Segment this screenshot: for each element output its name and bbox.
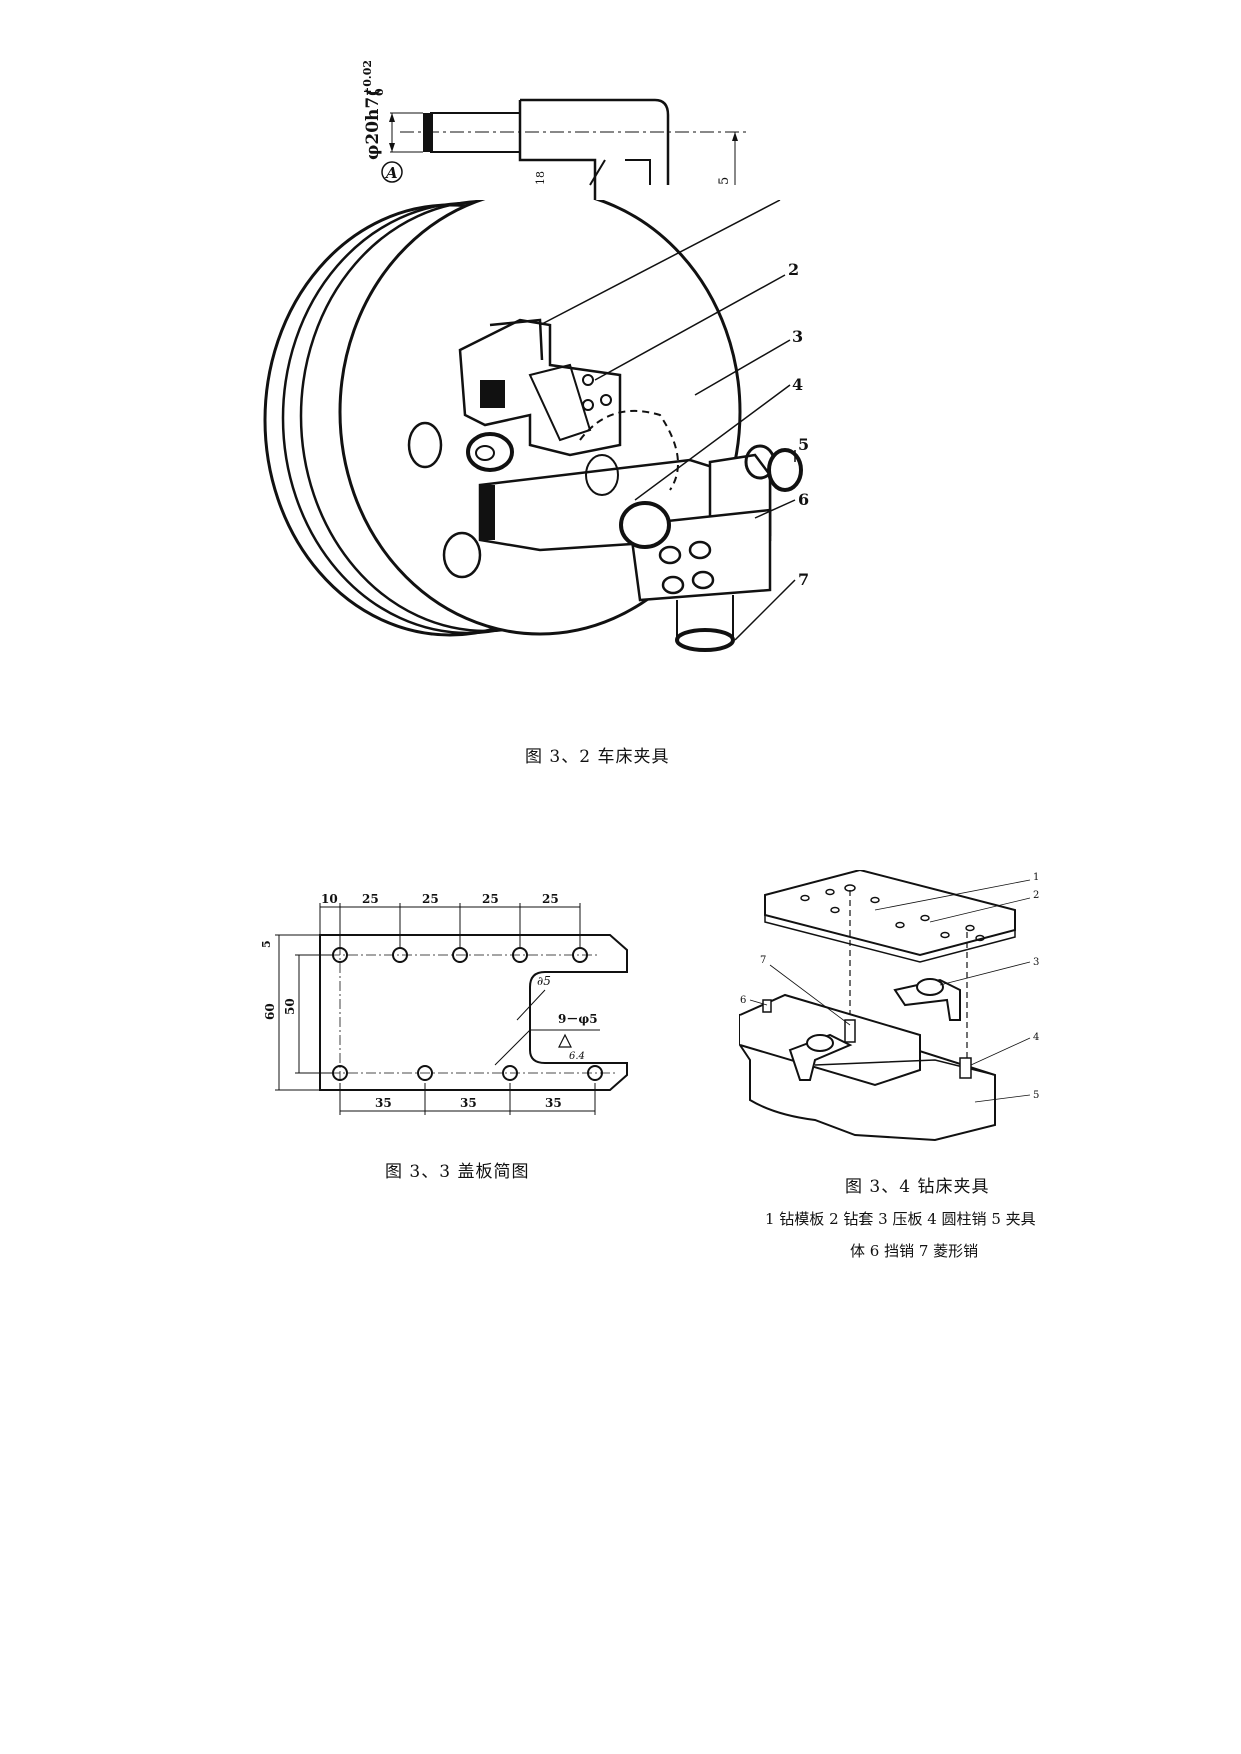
drill-fixture-illustration: 1 2 3 4 5 6 7 xyxy=(739,870,1039,1142)
dim-left-60: 60 xyxy=(263,1003,277,1020)
fragment-label-18: 18 xyxy=(534,171,547,185)
cover-plate-drawing: 10 25 25 25 25 35 35 35 60 50 5 ∂5 9－φ5 … xyxy=(260,892,628,1115)
shaft-drawing-fragment: φ20h7( +0.021 0 A 18 5 xyxy=(361,60,750,200)
lathe-fixture-illustration: 1 2 3 4 5 6 7 xyxy=(263,200,809,652)
tolerance-upper: +0.021 xyxy=(361,60,374,96)
figure-3-4-legend-line2: 体 6 挡销 7 菱形销 xyxy=(850,1242,979,1260)
callout-2: 2 xyxy=(788,260,799,279)
callout-7: 7 xyxy=(798,570,809,589)
fig34-callout-2: 2 xyxy=(1033,890,1039,901)
dim-left-5: 5 xyxy=(260,940,273,948)
fig34-callout-6: 6 xyxy=(740,995,746,1006)
fig34-callout-1: 1 xyxy=(1033,872,1039,883)
note-roughness: 6.4 xyxy=(569,1051,585,1062)
roughness-symbol-icon xyxy=(558,1033,572,1048)
figure-3-2-caption: 图 3、2 车床夹具 xyxy=(525,747,670,767)
diameter-dimension: φ20h7( xyxy=(363,89,383,160)
datum-label: A xyxy=(384,164,398,182)
note-hole-count: 9－φ5 xyxy=(558,1012,598,1026)
callout-3: 3 xyxy=(792,327,803,346)
dim-bottom-35-b: 35 xyxy=(460,1096,477,1110)
callout-4: 4 xyxy=(792,375,803,394)
note-hole-size: ∂5 xyxy=(537,974,551,988)
figure-3-3-caption: 图 3、3 盖板简图 xyxy=(385,1162,530,1182)
dim-top-10: 10 xyxy=(321,892,338,906)
fig34-callout-4: 4 xyxy=(1033,1032,1039,1043)
callout-5: 5 xyxy=(798,435,809,454)
tolerance-lower: 0 xyxy=(373,88,386,96)
dim-top-25-b: 25 xyxy=(422,892,439,906)
dim-left-50: 50 xyxy=(283,998,297,1015)
dim-top-25-c: 25 xyxy=(482,892,499,906)
fragment-label-5: 5 xyxy=(717,177,732,185)
callout-6: 6 xyxy=(798,490,809,509)
dim-bottom-35-a: 35 xyxy=(375,1096,392,1110)
fig34-callout-3: 3 xyxy=(1033,957,1039,968)
figure-3-4-legend-line1: 1 钻模板 2 钻套 3 压板 4 圆柱销 5 夹具 xyxy=(765,1210,1036,1228)
fig34-callout-5: 5 xyxy=(1033,1090,1039,1101)
fig34-callout-7: 7 xyxy=(760,955,766,966)
figure-3-4-caption: 图 3、4 钻床夹具 xyxy=(845,1177,990,1197)
dim-top-25-d: 25 xyxy=(542,892,559,906)
dim-top-25-a: 25 xyxy=(362,892,379,906)
callout-1: 1 xyxy=(785,200,796,202)
dim-bottom-35-c: 35 xyxy=(545,1096,562,1110)
